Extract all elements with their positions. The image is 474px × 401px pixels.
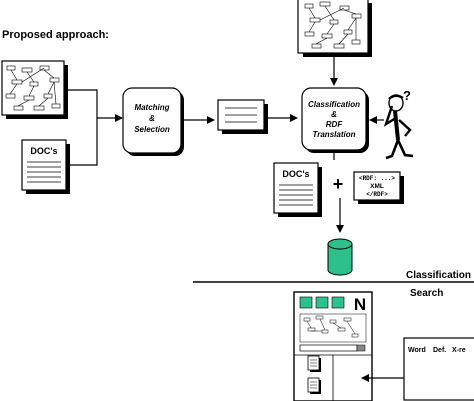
ontology-thumbnail-left bbox=[1, 60, 68, 119]
search-column-def: Def. bbox=[433, 347, 446, 354]
docs-right-label: DOC's bbox=[282, 169, 309, 179]
matching-selection-node: Matching & Selection bbox=[122, 87, 184, 156]
search-column-xref: X-re bbox=[452, 347, 466, 354]
matching-label-2: & bbox=[149, 114, 155, 123]
database-body bbox=[327, 243, 353, 276]
ontology-thumbnail-top bbox=[297, 0, 372, 57]
classification-label-2: & bbox=[331, 110, 337, 119]
browser-logo-icon: N bbox=[354, 295, 366, 314]
browser-button-1 bbox=[299, 296, 313, 309]
database-icon bbox=[327, 238, 353, 276]
classification-label-1: Classification bbox=[308, 100, 360, 109]
matching-label-3: Selection bbox=[134, 125, 170, 134]
classification-section-label: Classification bbox=[406, 270, 471, 281]
docs-document-right: DOC's bbox=[273, 162, 322, 217]
classification-translation-node: Classification & RDF Translation bbox=[301, 87, 369, 153]
matching-label-1: Matching bbox=[134, 103, 169, 112]
rdf-label-1: <RDF: ...> bbox=[359, 175, 395, 182]
browser-window: N bbox=[293, 291, 373, 401]
rdf-xml-document: <RDF: ...> XML </RDF> bbox=[353, 171, 404, 204]
plus-sign: + bbox=[333, 174, 344, 194]
input-connectors bbox=[64, 89, 123, 166]
classification-label-4: Translation bbox=[313, 130, 356, 139]
thinker-question-mark: ? bbox=[403, 88, 411, 103]
thinking-person-icon: ? bbox=[383, 88, 414, 160]
docs-left-label: DOC's bbox=[30, 146, 57, 156]
search-column-word: Word bbox=[408, 347, 426, 354]
browser-button-2 bbox=[315, 296, 329, 309]
search-section-label: Search bbox=[410, 288, 443, 299]
database-top bbox=[327, 238, 353, 250]
diagram-heading: Proposed approach: bbox=[2, 29, 109, 41]
rdf-label-2: XML bbox=[370, 183, 384, 190]
browser-address-bar bbox=[299, 344, 358, 352]
docs-document-left: DOC's bbox=[21, 139, 70, 194]
search-term-panel: Word Def. X-re bbox=[403, 337, 474, 401]
selected-document bbox=[217, 99, 268, 134]
rdf-label-3: </RDF> bbox=[366, 191, 388, 198]
classification-label-3: RDF bbox=[326, 120, 344, 129]
browser-button-3 bbox=[331, 296, 345, 309]
